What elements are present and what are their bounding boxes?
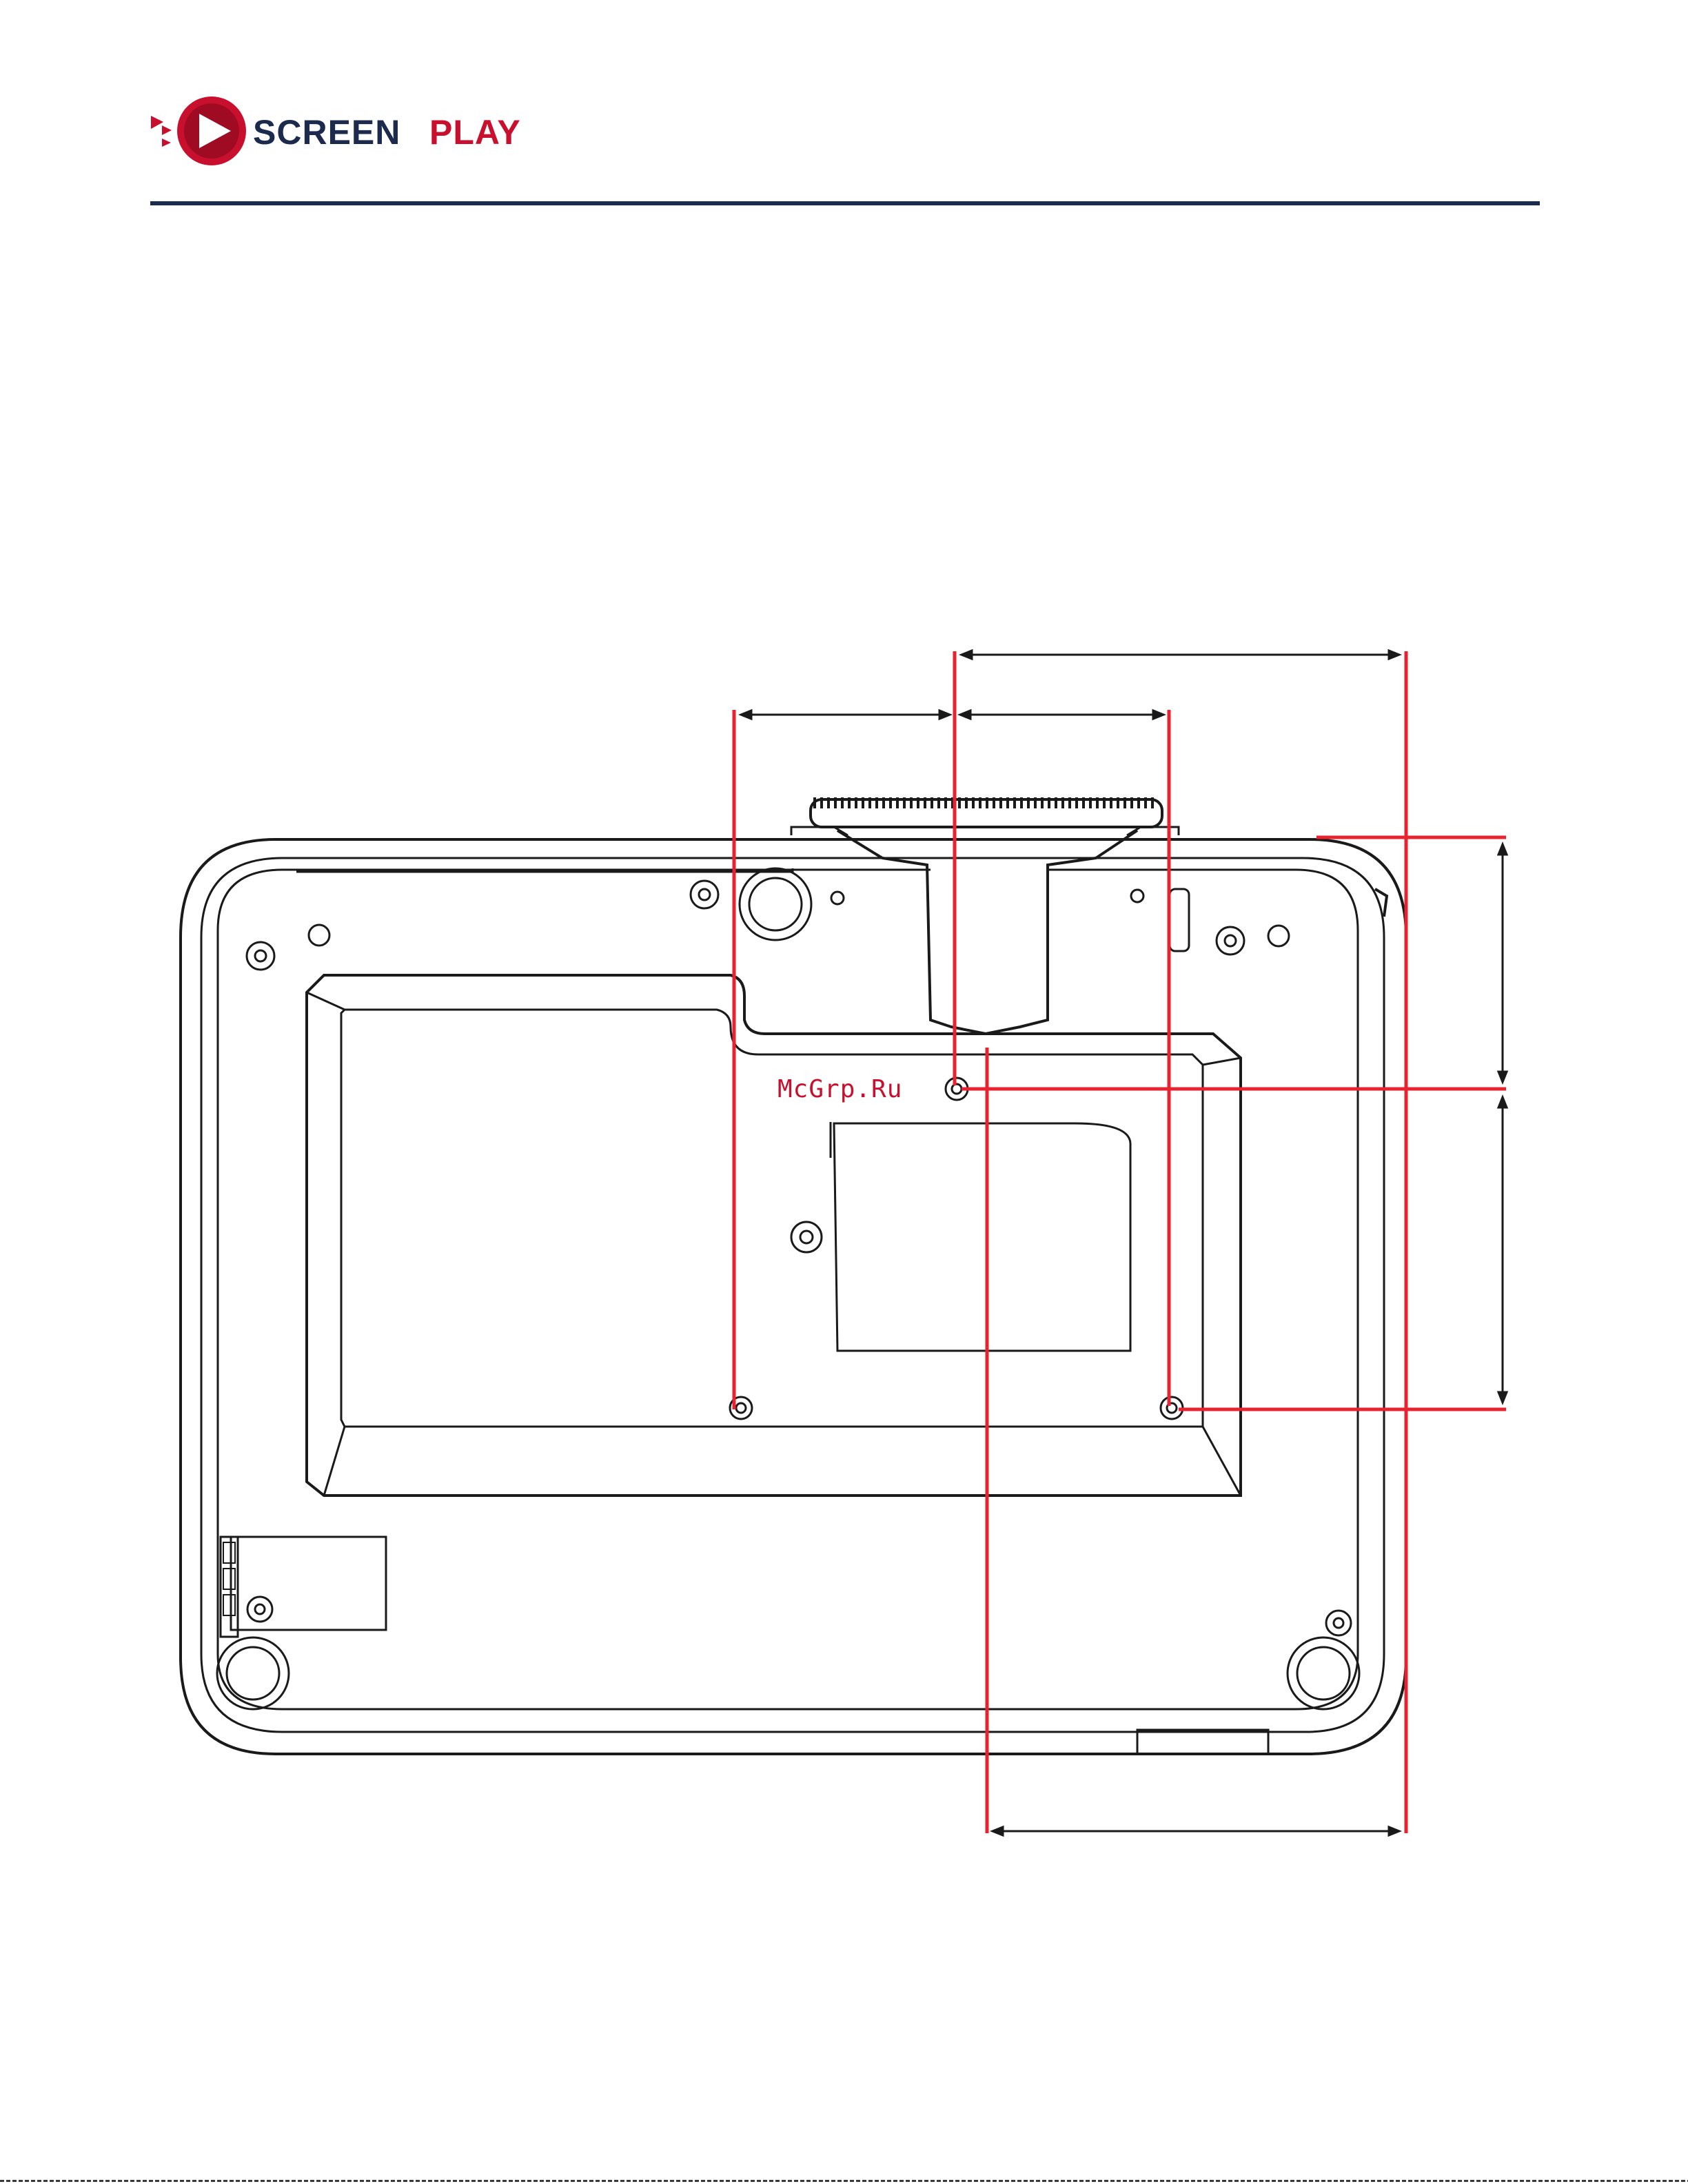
footer-rule [0, 2180, 1688, 2182]
adjustable-foot-icon [1288, 1637, 1359, 1709]
screw-icon [1326, 1611, 1351, 1635]
screw-icon [1217, 927, 1244, 955]
screw-icon [247, 942, 274, 970]
adjustable-foot-icon [217, 1637, 289, 1709]
projector-body [181, 799, 1406, 1754]
screw-icon [791, 1222, 822, 1252]
adjustable-foot-icon [740, 868, 811, 940]
screw-icon [691, 881, 718, 908]
feet-and-screws [217, 868, 1359, 1709]
measurement-guides [734, 651, 1506, 1833]
screw-icon [247, 1597, 272, 1622]
watermark-text: McGrp.Ru [777, 1075, 902, 1103]
